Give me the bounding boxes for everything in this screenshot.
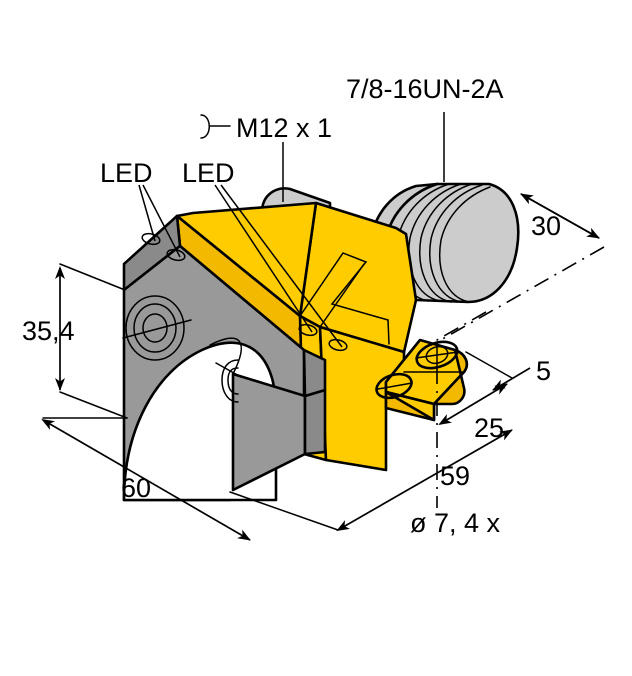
- dim-59-line: [336, 429, 513, 531]
- label-led-left: LED: [100, 158, 153, 188]
- dimension-5: 5: [465, 351, 551, 391]
- label-thread-m12: M12 x 1: [236, 113, 332, 143]
- gray-front-block-side: [303, 388, 327, 456]
- dim-25-label: 25: [474, 413, 504, 443]
- bracket-rib-1: [385, 391, 435, 405]
- dimension-60: 60: [41, 417, 251, 541]
- dim-25-line: [438, 383, 508, 426]
- hole-upper-inner: [425, 345, 449, 365]
- thread-ridge-3: [408, 183, 462, 302]
- target2-arc-inner: [227, 367, 239, 395]
- thread-ridge-4: [419, 183, 473, 303]
- dim-hole-note: ø 7, 4 x: [410, 508, 501, 538]
- hole-lower-ellipse: [375, 372, 413, 400]
- mounting-hole-lower: [375, 372, 413, 400]
- housing-groove-line-2: [319, 263, 365, 328]
- target2-crosshair: [215, 362, 242, 378]
- dim-60-line: [41, 418, 251, 541]
- led-indicator-pair-lower: [298, 323, 348, 352]
- connector-axis-centerline-2: [429, 311, 487, 345]
- dimension-59: 59: [229, 429, 513, 531]
- connector-axis-centerline: [431, 246, 605, 346]
- leader-led-right-b: [220, 184, 343, 348]
- dim-59-label: 59: [440, 461, 470, 491]
- hole-upper-ellipse: [415, 340, 459, 370]
- thread-ridge-6: [439, 186, 491, 303]
- ring-slot-inner-arc: [209, 337, 242, 375]
- dim-5-line: [492, 367, 531, 391]
- led-dot-3: [298, 323, 318, 337]
- led-dot-4: [328, 338, 348, 352]
- label-thread-78: 7/8-16UN-2A: [346, 74, 504, 104]
- dim-5-label: 5: [536, 356, 551, 386]
- dim-59-ext-left: [229, 491, 339, 531]
- hole-lower-cross: [377, 382, 413, 390]
- leader-led-right-a: [214, 184, 313, 333]
- sensing-target-mark-2: [215, 359, 242, 403]
- thread-ridge-5: [429, 184, 483, 303]
- connector-symbol-arc: [200, 114, 210, 139]
- target2-arc-outer: [221, 359, 239, 403]
- dim-5-ext-a: [465, 351, 513, 379]
- target-ring-mid: [133, 303, 177, 353]
- dimension-30: 30: [520, 193, 600, 241]
- housing-groove-line: [299, 252, 390, 345]
- leader-led-left-a: [138, 184, 156, 242]
- connector-symbol-icon: [200, 114, 231, 139]
- dimension-35-4: 35,4: [22, 263, 128, 419]
- leader-led-left-b: [142, 184, 181, 258]
- dim-30-arrow-right: [520, 193, 600, 239]
- dim-30-label: 30: [531, 211, 561, 241]
- target-crosshair: [122, 319, 192, 339]
- dim-35-4-ext-top: [59, 263, 126, 291]
- label-led-right: LED: [182, 158, 235, 188]
- dim-35-4-ext-bottom: [59, 391, 128, 419]
- target-ring-inner: [142, 313, 168, 343]
- dim-60-label: 60: [121, 473, 151, 503]
- sensing-target-mark: [122, 295, 192, 361]
- gray-right-strip: [302, 348, 327, 398]
- target-ring-outer: [125, 295, 185, 361]
- mounting-hole-upper: [415, 340, 459, 370]
- led-dot-1: [141, 232, 161, 246]
- dimension-25: 25: [438, 383, 508, 443]
- gray-front-block-face: [231, 372, 307, 492]
- dim-35-4-label: 35,4: [22, 316, 75, 346]
